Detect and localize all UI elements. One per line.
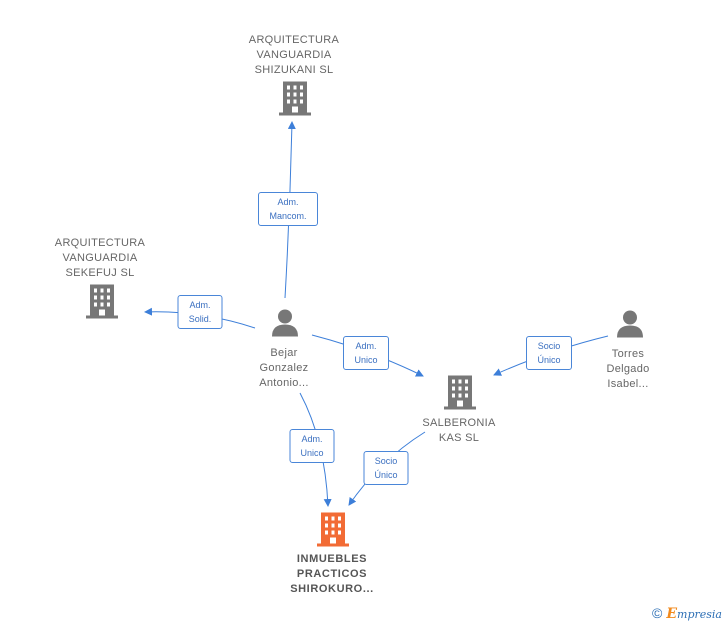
node-label-line: SHIZUKANI SL bbox=[254, 64, 334, 76]
node-label-line: Delgado bbox=[606, 363, 650, 375]
edge-label-line: Solid. bbox=[188, 314, 212, 324]
edge-label-bejar-salberonia[interactable]: Adm. Unico bbox=[343, 336, 389, 370]
edge-label-line: Socio bbox=[537, 341, 561, 351]
node-label-line: Torres bbox=[611, 348, 645, 360]
brand-watermark: ©Empresia bbox=[652, 605, 722, 622]
edge-label-line: Adm. bbox=[355, 341, 377, 351]
node-label-line: VANGUARDIA bbox=[256, 49, 332, 61]
node-label-line: PRACTICOS bbox=[296, 568, 368, 580]
building-icon-main[interactable] bbox=[316, 512, 350, 553]
edge-label-line: Único bbox=[374, 470, 398, 480]
node-label-line: KAS SL bbox=[438, 432, 480, 444]
building-icon[interactable] bbox=[278, 81, 312, 122]
brand-logo-e: E bbox=[666, 606, 678, 622]
node-label-line: VANGUARDIA bbox=[62, 252, 138, 264]
node-label-line: ARQUITECTURA bbox=[54, 237, 146, 249]
node-label-line: Gonzalez bbox=[259, 362, 309, 374]
person-icon[interactable] bbox=[270, 308, 300, 343]
edge-label-bejar-shizukani[interactable]: Adm. Mancom. bbox=[258, 192, 318, 226]
edge-label-bejar-inmuebles[interactable]: Adm. Unico bbox=[289, 429, 335, 463]
node-label-line: ARQUITECTURA bbox=[248, 34, 340, 46]
node-label-bejar[interactable]: Bejar Gonzalez Antonio... bbox=[259, 346, 308, 391]
node-label-line: SEKEFUJ SL bbox=[65, 267, 135, 279]
copyright-icon: © bbox=[652, 605, 663, 621]
node-label-shizukani[interactable]: ARQUITECTURA VANGUARDIA SHIZUKANI SL bbox=[249, 33, 339, 78]
person-icon[interactable] bbox=[615, 309, 645, 344]
node-label-line: SHIROKURO... bbox=[290, 583, 374, 595]
edge-label-line: Único bbox=[537, 355, 561, 365]
edge-label-line: Adm. bbox=[189, 300, 211, 310]
building-icon[interactable] bbox=[443, 375, 477, 416]
node-label-sekefuj[interactable]: ARQUITECTURA VANGUARDIA SEKEFUJ SL bbox=[55, 236, 145, 281]
node-label-line: SALBERONIA bbox=[422, 417, 496, 429]
node-label-salberonia[interactable]: SALBERONIA KAS SL bbox=[422, 416, 495, 446]
edge-label-line: Unico bbox=[300, 448, 324, 458]
edge-label-line: Unico bbox=[354, 355, 378, 365]
brand-logo-text: mpresia bbox=[677, 608, 722, 621]
node-label-line: INMUEBLES bbox=[296, 553, 368, 565]
edge-label-bejar-sekefuj[interactable]: Adm. Solid. bbox=[177, 295, 223, 329]
edge-label-line: Socio bbox=[374, 456, 398, 466]
edge-label-salberonia-inmuebles[interactable]: Socio Único bbox=[363, 451, 409, 485]
edge-label-line: Adm. bbox=[277, 197, 299, 207]
building-icon[interactable] bbox=[85, 284, 119, 325]
edge-label-torres-salberonia[interactable]: Socio Único bbox=[526, 336, 572, 370]
node-label-line: Isabel... bbox=[607, 378, 649, 390]
node-label-line: Antonio... bbox=[259, 377, 309, 389]
node-label-inmuebles[interactable]: INMUEBLES PRACTICOS SHIROKURO... bbox=[290, 552, 374, 597]
edge-label-line: Mancom. bbox=[269, 211, 307, 221]
edge-label-line: Adm. bbox=[301, 434, 323, 444]
node-label-torres[interactable]: Torres Delgado Isabel... bbox=[606, 347, 649, 392]
node-label-line: Bejar bbox=[270, 347, 298, 359]
